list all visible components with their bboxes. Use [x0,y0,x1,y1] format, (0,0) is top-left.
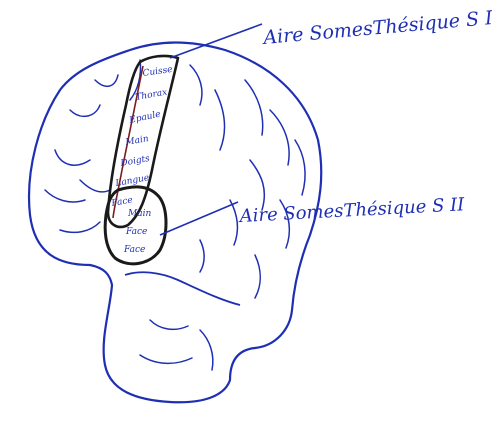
s1-label: Aire SomesThésique S I [261,7,494,49]
s2-leader-line [160,202,238,235]
s2-body-part-labels: Main Face Face [123,209,151,255]
s1-part-label: Doigts [119,154,151,169]
temporal-lobe-outline [125,272,240,305]
s1-leader-line [170,24,262,58]
s1-part-label: Epaule [128,110,162,127]
s2-part-label: Face [123,245,145,255]
s1-part-label: Thorax [135,88,168,103]
s2-label: Aire SomesThésique S II [237,194,466,227]
s1-part-label: Cuisse [142,65,173,79]
s2-part-label: Main [127,209,151,219]
s1-part-label: Main [124,134,150,148]
s2-part-label: Face [125,227,147,237]
s1-part-label: Face [110,195,134,209]
